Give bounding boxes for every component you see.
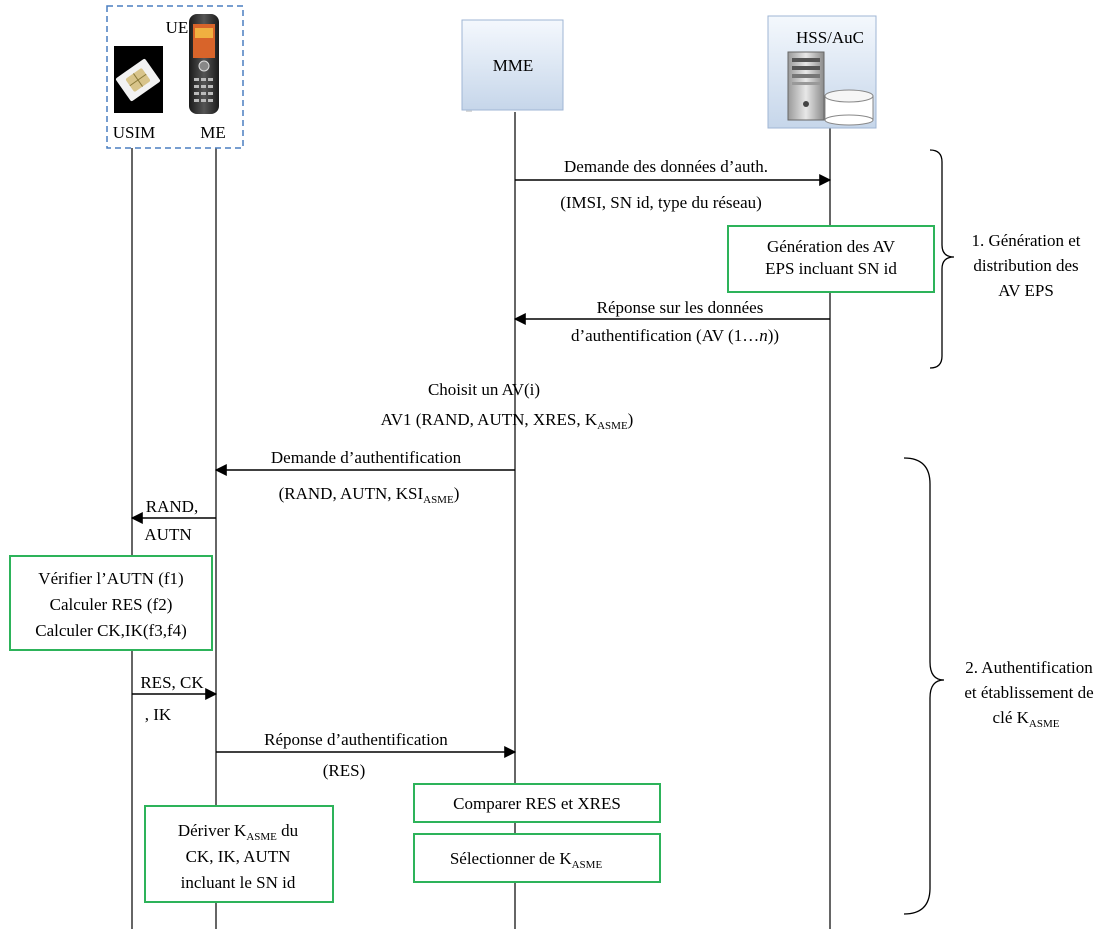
derive-kasme-line2: CK, IK, AUTN xyxy=(186,847,291,866)
mme-label: MME xyxy=(493,56,534,75)
derive-kasme-line1: Dériver KASME du xyxy=(178,821,299,843)
select-kasme-text: Sélectionner de KASME xyxy=(450,849,603,871)
phase1-line2: distribution des xyxy=(973,256,1078,275)
phase1-label: 1. Génération et distribution des AV EPS xyxy=(971,231,1080,300)
av-generation-box: Génération des AV EPS incluant SN id xyxy=(727,225,935,293)
phase2-label: 2. Authentification et établissement de … xyxy=(964,658,1093,730)
select-kasme-box: Sélectionner de KASME xyxy=(413,833,661,883)
auth-request-params: (RAND, AUTN, KSIASME) xyxy=(279,484,460,506)
av-generation-line2: EPS incluant SN id xyxy=(765,259,897,278)
rand-autn-line2: AUTN xyxy=(144,525,191,544)
phase1-line3: AV EPS xyxy=(998,281,1054,300)
res-ck-ik-line1: RES, CK xyxy=(140,673,204,692)
auth-data-response-params: d’authentification (AV (1…n)) xyxy=(571,326,779,345)
rand-autn-line1: RAND, xyxy=(146,497,198,516)
database-icon xyxy=(824,89,874,126)
auth-data-request-params: (IMSI, SN id, type du réseau) xyxy=(560,193,762,212)
compare-text: Comparer RES et XRES xyxy=(453,794,621,813)
server-icon xyxy=(787,51,825,121)
usim-verify-line3: Calculer CK,IK(f3,f4) xyxy=(35,621,187,640)
auth-data-response-label: Réponse sur les données xyxy=(597,298,764,317)
me-label: ME xyxy=(200,123,226,142)
mobile-phone-icon xyxy=(189,14,219,114)
hss-actor: HSS/AuC xyxy=(767,15,877,129)
phase2-line2: et établissement de xyxy=(964,683,1093,702)
usim-verify-line1: Vérifier l’AUTN (f1) xyxy=(38,569,183,588)
usim-verify-box: Vérifier l’AUTN (f1) Calculer RES (f2) C… xyxy=(9,555,213,651)
phase2-brace xyxy=(903,457,945,915)
auth-data-request-label: Demande des données d’auth. xyxy=(564,157,768,176)
derive-kasme-line3: incluant le SN id xyxy=(181,873,296,892)
choose-av-line1: Choisit un AV(i) xyxy=(428,380,540,399)
phase2-line3: clé KASME xyxy=(993,708,1060,730)
choose-av-line2: AV1 (RAND, AUTN, XRES, KASME) xyxy=(381,410,634,432)
auth-request-label: Demande d’authentification xyxy=(271,448,462,467)
phase2-line1: 2. Authentification xyxy=(965,658,1093,677)
auth-response-label: Réponse d’authentification xyxy=(264,730,448,749)
mme-actor: MME xyxy=(461,19,564,112)
hss-label: HSS/AuC xyxy=(796,28,864,47)
phase1-brace xyxy=(929,149,955,369)
av-generation-line1: Génération des AV xyxy=(767,237,896,256)
ue-label: UE xyxy=(166,18,189,37)
sim-card-icon xyxy=(114,46,163,113)
ue-actor: UE USIM ME xyxy=(106,5,244,149)
compare-box: Comparer RES et XRES xyxy=(413,783,661,823)
auth-response-params: (RES) xyxy=(323,761,366,780)
usim-verify-line2: Calculer RES (f2) xyxy=(50,595,173,614)
usim-label: USIM xyxy=(113,123,156,142)
phase1-line1: 1. Génération et xyxy=(971,231,1080,250)
derive-kasme-box: Dériver KASME du CK, IK, AUTN incluant l… xyxy=(144,805,334,903)
res-ck-ik-line2: , IK xyxy=(145,705,172,724)
